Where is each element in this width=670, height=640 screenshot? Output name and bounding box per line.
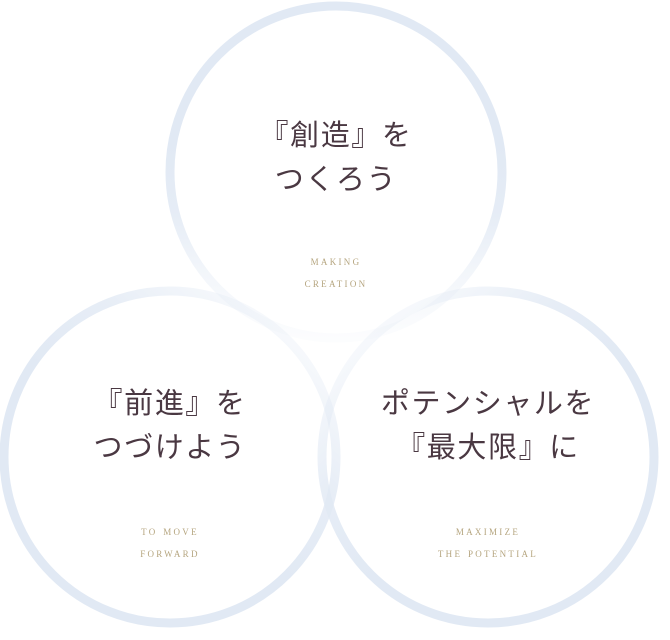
circle-ring-creation xyxy=(165,1,507,343)
potential-jp-line-1: ポテンシャルを xyxy=(380,388,596,420)
circle-ring-forward xyxy=(0,286,341,628)
forward-jp-line-1: 『前進』を xyxy=(93,388,247,420)
potential-japanese-heading: ポテンシャルを 『最大限』に xyxy=(318,382,658,470)
creation-english-caption: Making creation xyxy=(166,250,506,294)
creation-jp-line-1: 『創造』を xyxy=(259,120,413,152)
forward-english-caption: To move forward xyxy=(0,520,340,564)
creation-jp-line-2: つくろう xyxy=(274,164,398,197)
creation-japanese-heading: 『創造』を つくろう xyxy=(166,114,506,202)
circle-content-potential: ポテンシャルを 『最大限』に Maximize the potential xyxy=(318,382,658,564)
forward-jp-line-2: つづけよう xyxy=(93,432,247,465)
potential-english-caption: Maximize the potential xyxy=(318,520,658,564)
circle-ring-potential xyxy=(317,286,659,628)
potential-en-line-2: the potential xyxy=(437,545,539,561)
circle-content-creation: 『創造』を つくろう Making creation xyxy=(166,114,506,294)
forward-en-line-1: To move xyxy=(141,523,199,539)
circle-content-forward: 『前進』を つづけよう To move forward xyxy=(0,382,340,564)
creation-en-line-1: Making xyxy=(310,253,362,269)
potential-en-line-1: Maximize xyxy=(455,523,521,539)
forward-en-line-2: forward xyxy=(140,545,200,561)
potential-jp-line-2: 『最大限』に xyxy=(396,432,580,465)
creation-en-line-2: creation xyxy=(304,275,368,291)
forward-japanese-heading: 『前進』を つづけよう xyxy=(0,382,340,470)
